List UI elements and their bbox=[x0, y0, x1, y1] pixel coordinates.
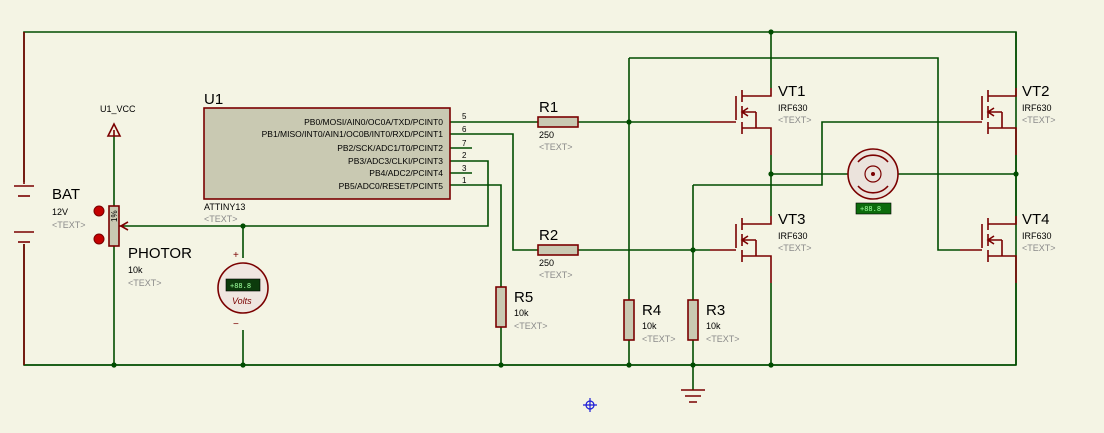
resistor-r3[interactable]: R3 10k <TEXT> bbox=[687, 299, 740, 344]
vt3-value: IRF630 bbox=[778, 231, 808, 241]
resistor-r1[interactable]: R1 250 <TEXT> bbox=[537, 99, 579, 152]
r3-ref: R3 bbox=[706, 302, 725, 319]
voltmeter-display bbox=[225, 278, 261, 292]
u1-pin-label: PB4/ADC2/PCINT4 bbox=[369, 168, 443, 178]
vt3-ref: VT3 bbox=[778, 211, 806, 228]
r4-text: <TEXT> bbox=[642, 334, 676, 344]
u1-pin-number: 1 bbox=[462, 176, 467, 185]
battery-ref: BAT bbox=[52, 186, 80, 203]
r4-ref: R4 bbox=[642, 302, 661, 319]
voltmeter-reading: +88.8 bbox=[230, 282, 251, 290]
u1-text: <TEXT> bbox=[204, 214, 238, 224]
u1-pin-number: 7 bbox=[462, 139, 467, 148]
battery-text: <TEXT> bbox=[52, 220, 86, 230]
photoresistor-photor[interactable]: 1% PHOTOR 10k <TEXT> bbox=[93, 205, 192, 288]
battery-value: 12V bbox=[52, 207, 68, 217]
mosfet-vt2[interactable]: VT2 IRF630 <TEXT> bbox=[960, 83, 1056, 155]
u1-body bbox=[203, 107, 451, 200]
junction-dots bbox=[111, 29, 1019, 368]
u1-ref: U1 bbox=[204, 91, 223, 108]
mosfet-vt4[interactable]: VT4 IRF630 <TEXT> bbox=[960, 211, 1056, 283]
r1-ref: R1 bbox=[539, 99, 558, 116]
u1-pin-label: PB2/SCK/ADC1/T0/PCINT2 bbox=[337, 143, 443, 153]
resistor-r2[interactable]: R2 250 <TEXT> bbox=[537, 227, 579, 280]
dc-motor[interactable]: +88.8 bbox=[847, 148, 899, 215]
r1-value: 250 bbox=[539, 130, 554, 140]
u1-pin-label: PB3/ADC3/CLKI/PCINT3 bbox=[348, 156, 443, 166]
vt2-text: <TEXT> bbox=[1022, 115, 1056, 125]
u1-pin-number: 2 bbox=[462, 151, 467, 160]
vt2-value: IRF630 bbox=[1022, 103, 1052, 113]
vt1-text: <TEXT> bbox=[778, 115, 812, 125]
voltmeter-label: Volts bbox=[232, 296, 252, 306]
battery-bat[interactable]: BAT 12V <TEXT> bbox=[14, 32, 86, 365]
photo-value: 10k bbox=[128, 265, 143, 275]
resistor-r5[interactable]: R5 10k <TEXT> bbox=[495, 286, 548, 331]
resistor-r4[interactable]: R4 10k <TEXT> bbox=[623, 299, 676, 344]
r3-value: 10k bbox=[706, 321, 721, 331]
r2-text: <TEXT> bbox=[539, 270, 573, 280]
photo-ref: PHOTOR bbox=[128, 245, 192, 262]
power-label: U1_VCC bbox=[100, 104, 136, 114]
crosshair-cursor-icon bbox=[583, 398, 597, 412]
vt3-text: <TEXT> bbox=[778, 243, 812, 253]
u1-pin-label: PB1/MISO/INT0/AIN1/OC0B/INT0/RXD/PCINT1 bbox=[262, 129, 444, 139]
photo-knob-value: 1% bbox=[110, 210, 119, 222]
microcontroller-u1[interactable]: U1 ATTINY13 <TEXT> PB0/MOSI/AIN0/OC0A/TX… bbox=[203, 91, 467, 224]
r5-value: 10k bbox=[514, 308, 529, 318]
photo-text: <TEXT> bbox=[128, 278, 162, 288]
photo-button-down[interactable] bbox=[93, 233, 105, 245]
vt1-ref: VT1 bbox=[778, 83, 806, 100]
motor-display bbox=[855, 202, 892, 215]
u1-pin-label: PB5/ADC0/RESET/PCINT5 bbox=[339, 181, 444, 191]
motor-reading: +88.8 bbox=[860, 205, 881, 213]
voltmeter-minus: − bbox=[233, 319, 239, 330]
u1-part: ATTINY13 bbox=[204, 202, 245, 212]
r3-text: <TEXT> bbox=[706, 334, 740, 344]
r1-text: <TEXT> bbox=[539, 142, 573, 152]
voltmeter[interactable]: +88.8 Volts + − bbox=[217, 250, 269, 330]
ground-symbol[interactable] bbox=[681, 389, 705, 403]
vt1-value: IRF630 bbox=[778, 103, 808, 113]
photo-button-up[interactable] bbox=[93, 205, 105, 217]
vt2-ref: VT2 bbox=[1022, 83, 1050, 100]
vt4-text: <TEXT> bbox=[1022, 243, 1056, 253]
u1-pin-number: 6 bbox=[462, 125, 467, 134]
voltmeter-plus: + bbox=[233, 250, 239, 261]
mosfet-vt3[interactable]: VT3 IRF630 <TEXT> bbox=[710, 211, 812, 283]
vt4-value: IRF630 bbox=[1022, 231, 1052, 241]
mosfet-vt1[interactable]: VT1 IRF630 <TEXT> bbox=[710, 83, 812, 155]
r2-ref: R2 bbox=[539, 227, 558, 244]
u1-pin-number: 5 bbox=[462, 112, 467, 121]
vt4-ref: VT4 bbox=[1022, 211, 1050, 228]
u1-pin-label: PB0/MOSI/AIN0/OC0A/TXD/PCINT0 bbox=[304, 117, 443, 127]
r4-value: 10k bbox=[642, 321, 657, 331]
r5-text: <TEXT> bbox=[514, 321, 548, 331]
r5-ref: R5 bbox=[514, 289, 533, 306]
r2-value: 250 bbox=[539, 258, 554, 268]
u1-pin-number: 3 bbox=[462, 164, 467, 173]
power-terminal-u1vcc[interactable]: U1_VCC bbox=[100, 104, 136, 137]
